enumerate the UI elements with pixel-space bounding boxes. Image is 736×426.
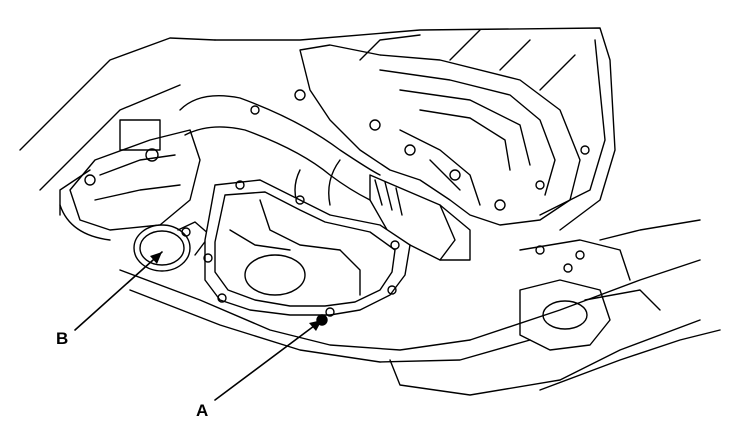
leader-a-arrowhead (309, 320, 322, 331)
transmission-housing (250, 29, 590, 226)
right-mount-bracket (519, 245, 661, 351)
callout-arrowheads (150, 252, 322, 331)
oil-pan (203, 179, 411, 326)
left-mount-bracket (59, 119, 201, 241)
oil-filter (133, 221, 211, 272)
callout-leaders (74, 251, 323, 401)
intake-pipe (179, 95, 471, 261)
callout-label-b: B (56, 329, 69, 348)
leader-b-arrowhead (150, 252, 162, 264)
callout-label-a: A (196, 401, 209, 420)
leader-a-line (214, 319, 323, 401)
vehicle-frame-lines (19, 27, 721, 396)
leader-b-line (74, 251, 163, 331)
